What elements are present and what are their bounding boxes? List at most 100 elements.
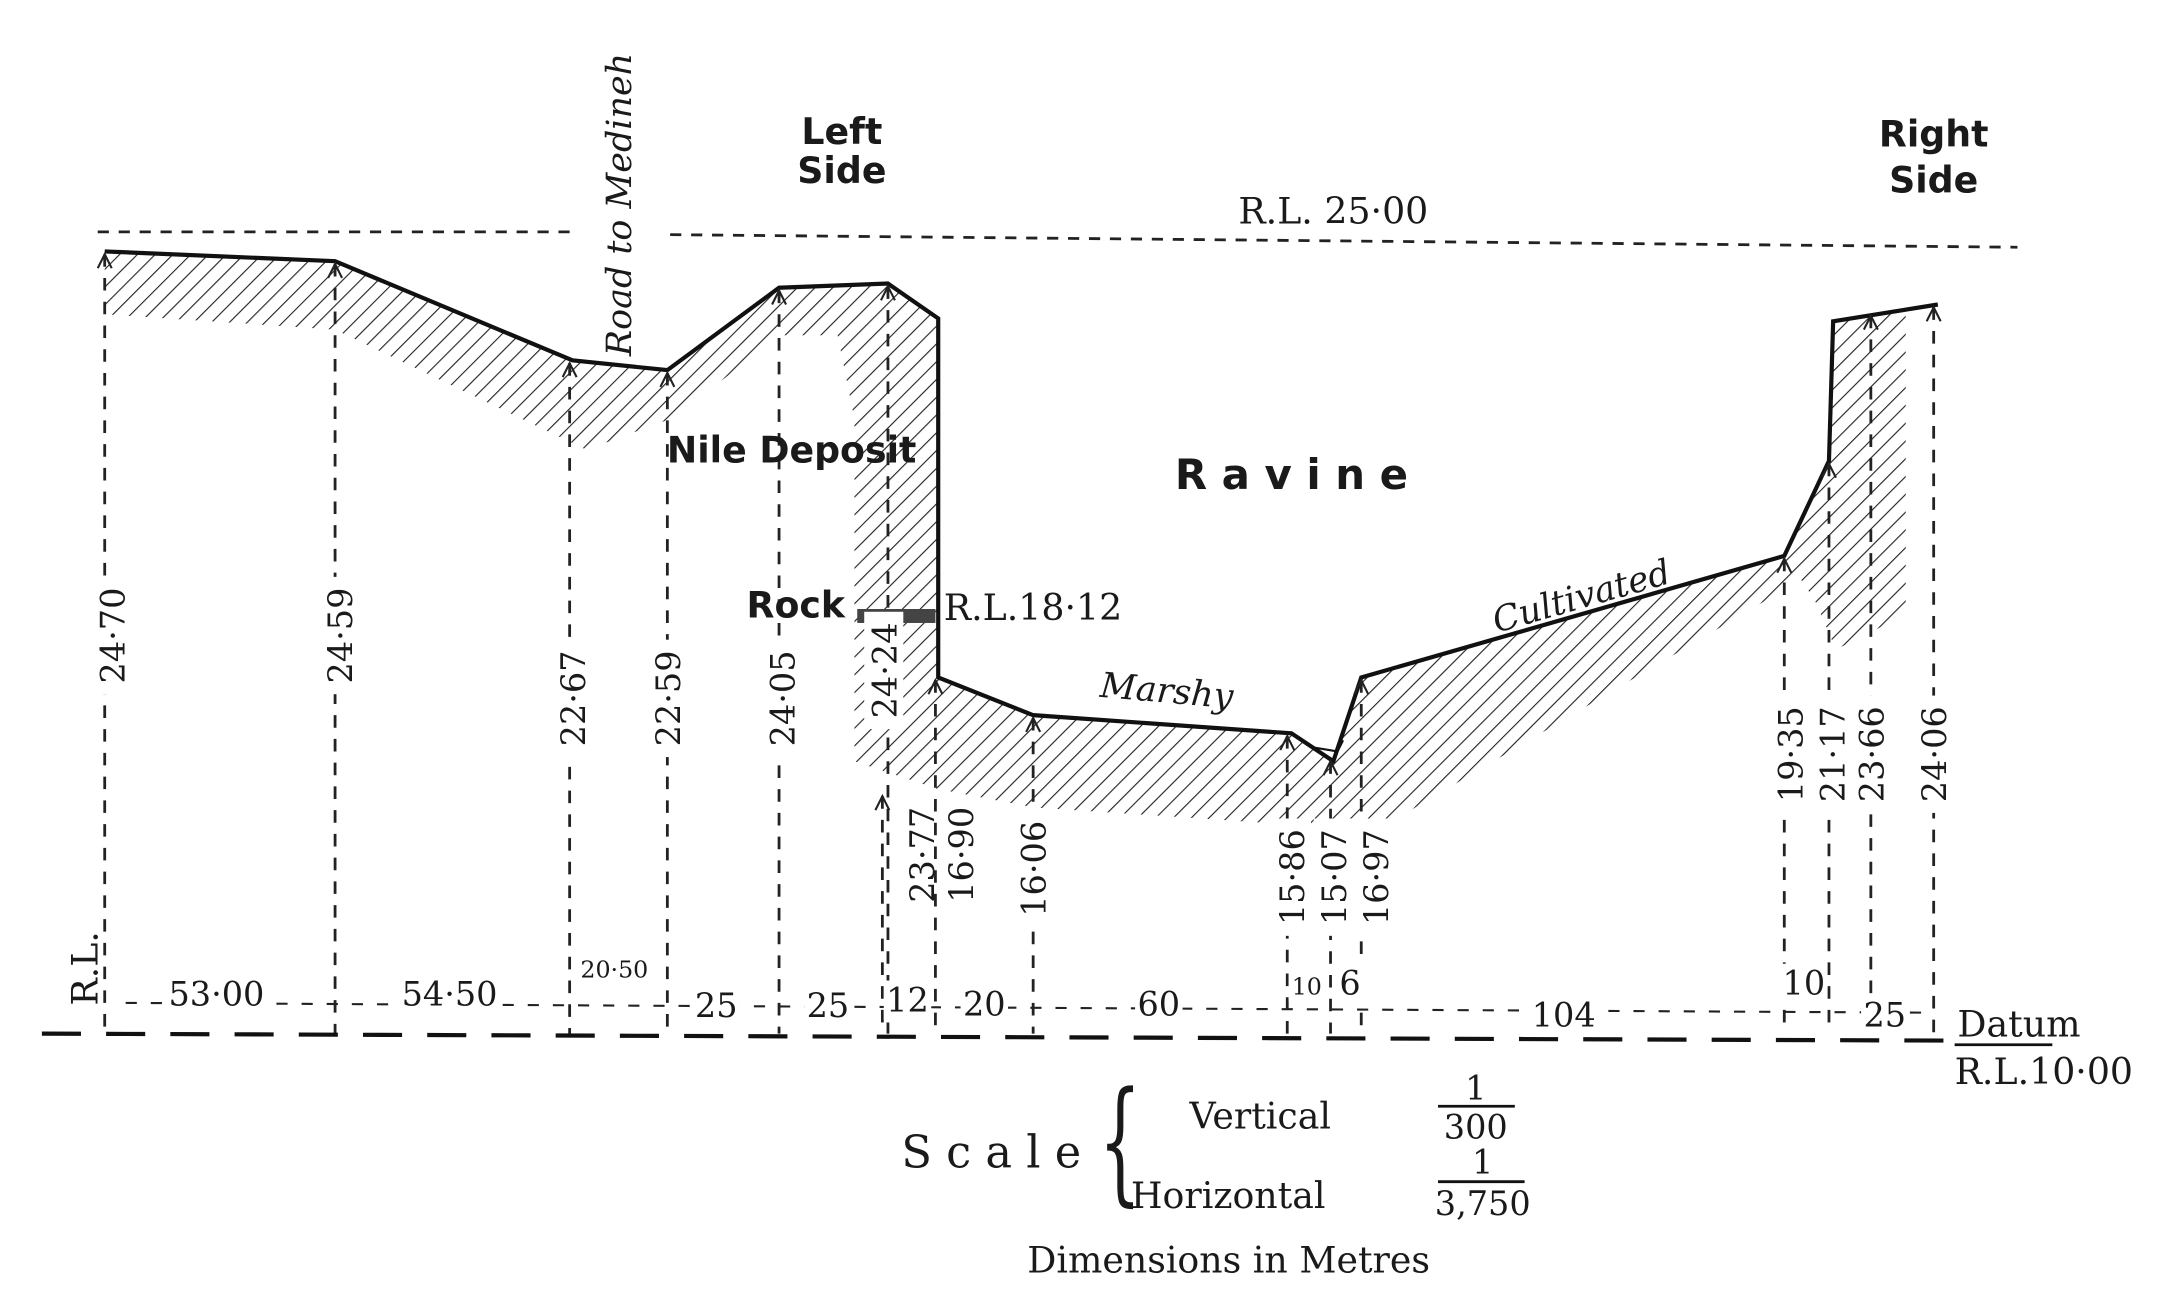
label-bg: [1135, 984, 1183, 1024]
road-label: Road to Medineh: [600, 53, 640, 357]
scale-vertical-den: 300: [1444, 1107, 1508, 1146]
label-bg: [1013, 810, 1053, 928]
elevation-label: 22·59: [649, 650, 688, 746]
distance-label: 20: [963, 984, 1006, 1023]
label-bg: [864, 611, 904, 730]
distance-label: 10: [1292, 972, 1322, 1000]
label-bg: [1770, 695, 1810, 813]
arrowhead-icon: [927, 677, 944, 695]
ravine-pool-line: [1290, 732, 1345, 753]
elevation-label: 16·06: [1015, 821, 1054, 917]
arrowhead-icon: [1025, 715, 1042, 733]
arrowhead-icon: [96, 251, 113, 269]
label-bg: [1861, 995, 1909, 1036]
left-side-title: Left: [801, 110, 882, 153]
scale-brace: {: [1099, 1063, 1142, 1219]
arrowhead-icon: [1322, 758, 1339, 776]
left-side-title-2: Side: [797, 149, 886, 192]
distance-label: 25: [695, 986, 738, 1025]
elevation-label: 16·97: [1357, 829, 1396, 925]
label-bg: [1780, 963, 1828, 1003]
arrowhead-icon: [1821, 461, 1837, 479]
distance-label: 54·50: [402, 975, 498, 1014]
label-bg: [1336, 963, 1365, 1003]
label-bg: [575, 956, 654, 985]
label-bg: [960, 984, 1009, 1024]
label-bg: [762, 639, 802, 758]
datum-dashed-line: [41, 1031, 1948, 1043]
distance-label: 10: [1783, 963, 1826, 1002]
horizontal-distances: 53·00 54·50 20·50 25 25 12 20 60 10 6 104 10 25: [125, 956, 1927, 1036]
elevation-label: 22·67: [554, 650, 593, 746]
label-bg: [647, 639, 687, 758]
arrowhead-icon: [561, 360, 578, 378]
arrowhead-icon: [874, 793, 891, 811]
scale-horizontal-den: 3,750: [1435, 1184, 1531, 1223]
label-bg: [883, 980, 932, 1020]
elevation-label: 24·59: [321, 588, 360, 684]
distance-label: 20·50: [580, 956, 648, 984]
elevation-label: 24·24: [865, 622, 904, 718]
distance-label: 60: [1137, 984, 1180, 1023]
arrowhead-icon: [659, 370, 676, 388]
elevation-label: 21·17: [1813, 706, 1852, 802]
dimensions-note: Dimensions in Metres: [1027, 1238, 1430, 1281]
label-bg: [552, 639, 592, 758]
rl-label: R.L.: [64, 931, 107, 1006]
reference-top-label: R.L. 25·00: [1238, 189, 1428, 232]
arrowhead-icon: [880, 283, 896, 301]
arrowhead-icon: [1279, 733, 1296, 751]
label-bg: [92, 576, 132, 695]
arrowhead-icon: [771, 288, 787, 305]
datum-level-label: R.L.10·00: [1955, 1050, 2133, 1093]
rock-label: Rock: [747, 583, 846, 626]
right-side-title: Right: [1879, 113, 1989, 156]
arrowhead-icon: [1353, 677, 1370, 695]
distance-label: 53·00: [168, 975, 264, 1014]
marshy-label: Marshy: [1098, 666, 1237, 718]
scale-label: S c a l e: [901, 1127, 1081, 1179]
elevation-label: 15·86: [1273, 829, 1312, 925]
label-bg: [319, 576, 359, 695]
scale-vertical-num: 1: [1465, 1068, 1486, 1107]
label-bg: [804, 986, 852, 1026]
elevation-label: 19·35: [1771, 706, 1810, 802]
elevation-label: 23·66: [1852, 706, 1891, 802]
label-bg: [396, 974, 503, 1015]
ground-profile-line: [104, 249, 1939, 765]
distance-label: 6: [1339, 963, 1360, 1002]
scale-horizontal-num: 1: [1472, 1142, 1493, 1181]
arrowhead-icon: [1776, 556, 1793, 574]
distance-label: 25: [807, 986, 850, 1025]
label-bg: [1355, 818, 1395, 936]
ravine-label: R a v i n e: [1175, 450, 1408, 499]
label-bg: [1288, 973, 1325, 1002]
elevation-label: 24·05: [763, 650, 802, 746]
elevation-label: 24·06: [1915, 706, 1954, 802]
label-bg: [1271, 818, 1311, 936]
scale-horizontal-label: Horizontal: [1131, 1174, 1326, 1217]
label-bg: [1851, 695, 1891, 813]
nile-deposit-label: Nile Deposit: [667, 428, 917, 471]
label-bg: [1313, 818, 1353, 936]
distance-dashed-line: [125, 1001, 1927, 1014]
label-bg: [1914, 695, 1954, 813]
arrowhead-icon: [327, 261, 343, 279]
distance-label: 25: [1863, 996, 1906, 1035]
hatched-ground: [104, 251, 1906, 832]
elevation-label: 15·07: [1315, 829, 1354, 925]
label-bg: [1530, 995, 1598, 1036]
distance-label: 12: [886, 980, 929, 1019]
datum-label: Datum: [1957, 1002, 2080, 1045]
right-side-title-2: Side: [1889, 159, 1978, 202]
scale-vertical-label: Vertical: [1189, 1095, 1331, 1138]
label-bg: [163, 974, 270, 1015]
elevation-label: 16·90: [942, 807, 981, 903]
distance-label: 104: [1532, 996, 1596, 1035]
arrowhead-icon: [1925, 304, 1942, 322]
rl-25-dashed-line-right: [670, 233, 2018, 249]
arrowhead-icon: [1862, 313, 1879, 331]
label-bg: [1812, 695, 1852, 813]
